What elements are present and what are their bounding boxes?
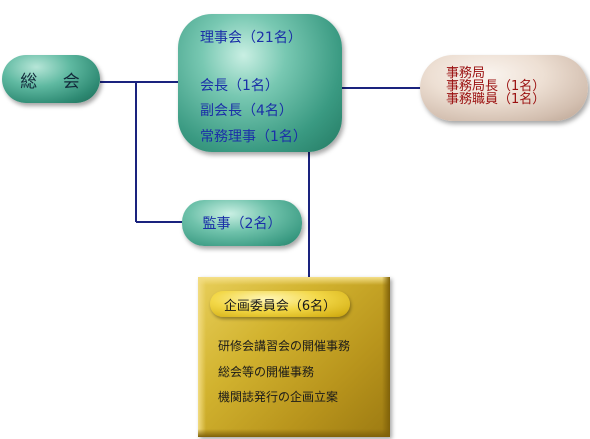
planning-committee-box: 企画委員会（6名） 研修会講習会の開催事務 総会等の開催事務 機関誌発行の企画立… (198, 277, 390, 437)
planning-committee-title-text: 企画委員会（6名） (223, 298, 337, 314)
general-assembly-node: 総 会 (2, 55, 100, 103)
board-member-vice-chair: 副会長（4名） (200, 103, 293, 119)
committee-task-journal: 機関誌発行の企画立案 (218, 390, 339, 404)
board-member-executive-director: 常務理事（1名） (200, 129, 307, 145)
secretariat-staff: 事務職員（1名） (446, 92, 546, 107)
secretariat-director: 事務局長（1名） (446, 79, 546, 94)
committee-task-assembly: 総会等の開催事務 (218, 365, 315, 379)
secretariat-node: 事務局 事務局長（1名） 事務職員（1名） (420, 55, 588, 121)
box-bevel-left (198, 277, 206, 437)
auditors-label: 監事（2名） (202, 216, 282, 232)
committee-task-seminars: 研修会講習会の開催事務 (218, 339, 351, 353)
board-member-chair: 会長（1名） (200, 78, 279, 94)
planning-committee-title: 企画委員会（6名） (210, 291, 350, 317)
box-bevel-top (198, 277, 390, 285)
box-bevel-bottom (198, 429, 390, 437)
auditors-node: 監事（2名） (182, 200, 302, 246)
general-assembly-label: 総 会 (20, 71, 90, 92)
box-bevel-right (382, 277, 390, 437)
board-node: 理事会（21名） 会長（1名） 副会長（4名） 常務理事（1名） (178, 14, 342, 152)
board-title: 理事会（21名） (200, 30, 302, 46)
secretariat-title: 事務局 (446, 66, 486, 81)
